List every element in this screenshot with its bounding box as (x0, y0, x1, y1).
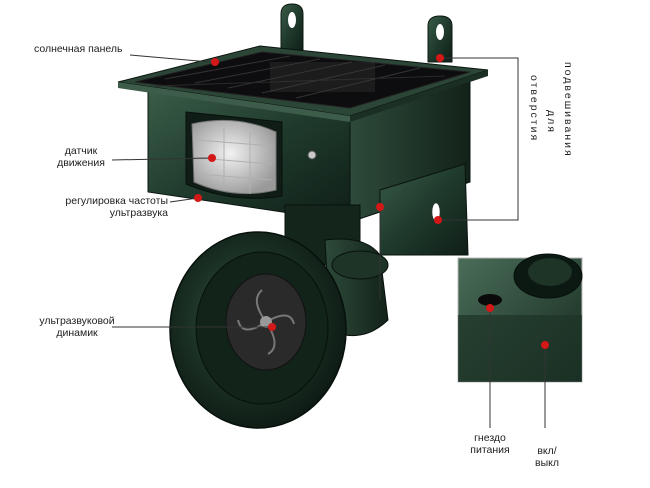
leader-lines (111, 54, 546, 428)
motion-sensor (185, 111, 283, 199)
label-frequency-adjust: регулировка частоты ультразвука (42, 195, 168, 219)
label-power-switch: вкл/ выкл (527, 445, 567, 469)
inset-closeup (457, 253, 583, 383)
marker-bracket (376, 203, 384, 211)
label-power-switch-line2: выкл (535, 457, 559, 469)
marker-hole-top (436, 54, 444, 62)
marker-hole-bracket (434, 216, 442, 224)
marker-solar-panel (211, 58, 219, 66)
label-speaker: ультразвуковой динамик (34, 315, 120, 339)
marker-power-switch (541, 341, 549, 349)
label-power-jack-line2: питания (470, 444, 510, 456)
marker-motion-sensor (208, 154, 216, 162)
label-frequency-adjust-line2: ультразвука (109, 207, 168, 219)
label-mount-holes-col3: подвешивания (562, 62, 574, 158)
marker-frequency-adjust (194, 194, 202, 202)
label-speaker-line2: динамик (56, 327, 98, 339)
label-frequency-adjust-line1: регулировка частоты (65, 195, 168, 207)
marker-power-jack (486, 304, 494, 312)
label-mount-holes-col1: отверстия (528, 75, 540, 143)
label-power-switch-line1: вкл/ (537, 445, 557, 457)
label-power-jack-line1: гнездо (474, 432, 506, 444)
label-mount-holes-col2: для (545, 110, 557, 134)
label-speaker-line1: ультразвуковой (39, 315, 115, 327)
label-solar-panel: солнечная панель (34, 43, 123, 55)
label-motion-sensor-line1: датчик (64, 145, 98, 157)
screw (307, 150, 317, 160)
solar-panel (134, 51, 471, 109)
label-motion-sensor: датчик движения (46, 145, 116, 169)
label-motion-sensor-line2: движения (57, 157, 105, 169)
marker-speaker (268, 323, 276, 331)
callout-markers (194, 54, 549, 349)
ultrasonic-speaker (169, 231, 347, 429)
label-power-jack: гнездо питания (462, 432, 518, 456)
mounting-loop-left (280, 3, 304, 51)
mounting-loop-right (427, 15, 453, 63)
